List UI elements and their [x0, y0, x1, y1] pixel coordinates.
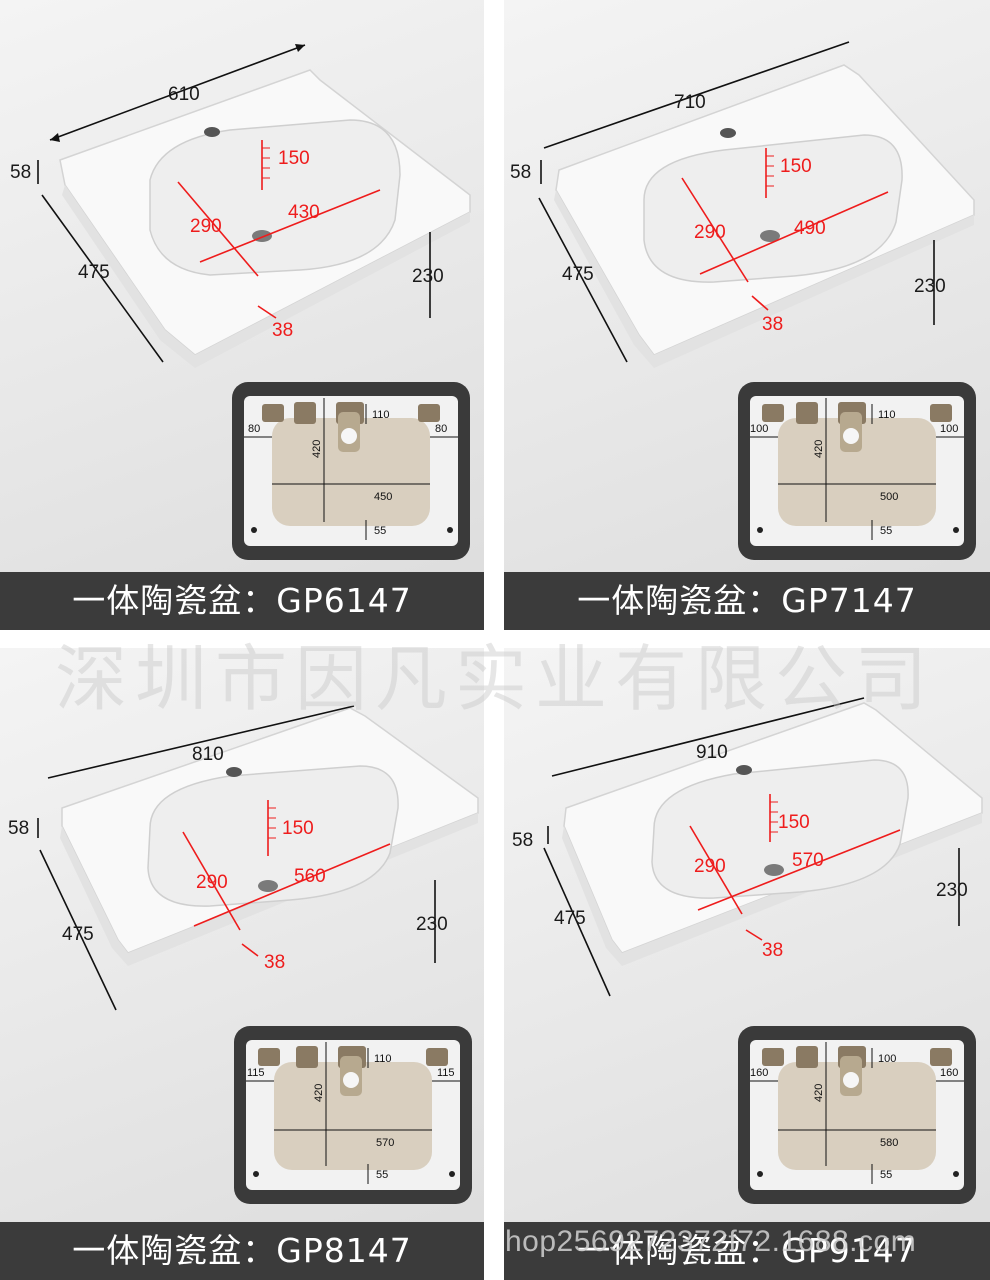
inset-front-back-label: 420 — [813, 440, 825, 458]
inset-bottom-label: 55 — [376, 1169, 388, 1181]
inset-front-back-label: 420 — [813, 1084, 825, 1102]
inset-left-label: 160 — [750, 1067, 768, 1079]
bowl-width-label: 430 — [288, 202, 320, 223]
inset-top-label: 110 — [374, 1053, 392, 1065]
bowl-front-back-label: 290 — [196, 872, 228, 893]
inset-front-back-label: 420 — [313, 1084, 325, 1102]
product-caption: 一体陶瓷盆：GP9147 — [504, 1222, 990, 1280]
rim-label: 38 — [762, 940, 783, 961]
depth-label: 475 — [554, 908, 586, 929]
inset-bottom-label: 55 — [880, 525, 892, 537]
product-caption: 一体陶瓷盆：GP7147 — [504, 572, 990, 630]
product-panel-gp6147: 610 475 58 230 150 290 430 38 110 80 8 — [0, 0, 484, 630]
inset-width-label: 580 — [880, 1137, 898, 1149]
rim-label: 38 — [762, 314, 783, 335]
depth-label: 475 — [62, 924, 94, 945]
bowl-width-label: 560 — [294, 866, 326, 887]
width-label: 710 — [674, 92, 706, 113]
edge-label: 58 — [10, 162, 31, 183]
height-label: 230 — [914, 276, 946, 297]
underside-view: 110 80 80 420 450 55 — [232, 382, 470, 560]
inset-right-label: 115 — [437, 1067, 455, 1079]
inset-left-label: 115 — [247, 1067, 265, 1079]
edge-label: 58 — [510, 162, 531, 183]
edge-label: 58 — [512, 830, 533, 851]
height-label: 230 — [936, 880, 968, 901]
inset-width-label: 500 — [880, 491, 898, 503]
bowl-depth-label: 150 — [282, 818, 314, 839]
bowl-width-label: 490 — [794, 218, 826, 239]
product-panel-gp7147: 710 475 58 230 150 290 490 38 110 100 — [504, 0, 990, 630]
basin-illustration: 810 475 58 230 150 290 560 38 — [8, 705, 479, 1011]
depth-label: 475 — [562, 264, 594, 285]
inset-bottom-label: 55 — [880, 1169, 892, 1181]
inset-top-label: 100 — [878, 1053, 896, 1065]
rim-label: 38 — [272, 320, 293, 341]
inset-top-label: 110 — [372, 409, 390, 421]
inset-bottom-label: 55 — [374, 525, 386, 537]
inset-width-label: 570 — [376, 1137, 394, 1149]
underside-view: 100 160 160 420 580 55 — [738, 1026, 976, 1204]
bowl-depth-label: 150 — [278, 148, 310, 169]
basin-illustration: 910 475 58 230 150 290 570 38 — [512, 697, 983, 997]
product-caption: 一体陶瓷盆：GP6147 — [0, 572, 484, 630]
bowl-front-back-label: 290 — [694, 222, 726, 243]
inset-top-label: 110 — [878, 409, 896, 421]
width-label: 910 — [696, 742, 728, 763]
product-panel-gp8147: 810 475 58 230 150 290 560 38 110 115 — [0, 648, 484, 1280]
bowl-depth-label: 150 — [778, 812, 810, 833]
height-label: 230 — [416, 914, 448, 935]
rim-label: 38 — [264, 952, 285, 973]
bowl-front-back-label: 290 — [190, 216, 222, 237]
bowl-front-back-label: 290 — [694, 856, 726, 877]
basin-illustration: 610 475 58 230 150 290 430 38 — [10, 44, 471, 368]
underside-view: 110 100 100 420 500 55 — [738, 382, 976, 560]
underside-view: 110 115 115 420 570 55 — [234, 1026, 472, 1204]
inset-right-label: 80 — [435, 423, 447, 435]
inset-left-label: 100 — [750, 423, 768, 435]
bowl-width-label: 570 — [792, 850, 824, 871]
product-panel-gp9147: 910 475 58 230 150 290 570 38 100 160 — [504, 648, 990, 1280]
inset-left-label: 80 — [248, 423, 260, 435]
product-caption: 一体陶瓷盆：GP8147 — [0, 1222, 484, 1280]
inset-right-label: 160 — [940, 1067, 958, 1079]
depth-label: 475 — [78, 262, 110, 283]
width-label: 810 — [192, 744, 224, 765]
edge-label: 58 — [8, 818, 29, 839]
height-label: 230 — [412, 266, 444, 287]
inset-front-back-label: 420 — [311, 440, 323, 458]
inset-width-label: 450 — [374, 491, 392, 503]
basin-illustration: 710 475 58 230 150 290 490 38 — [510, 41, 975, 368]
bowl-depth-label: 150 — [780, 156, 812, 177]
inset-right-label: 100 — [940, 423, 958, 435]
width-label: 610 — [168, 84, 200, 105]
